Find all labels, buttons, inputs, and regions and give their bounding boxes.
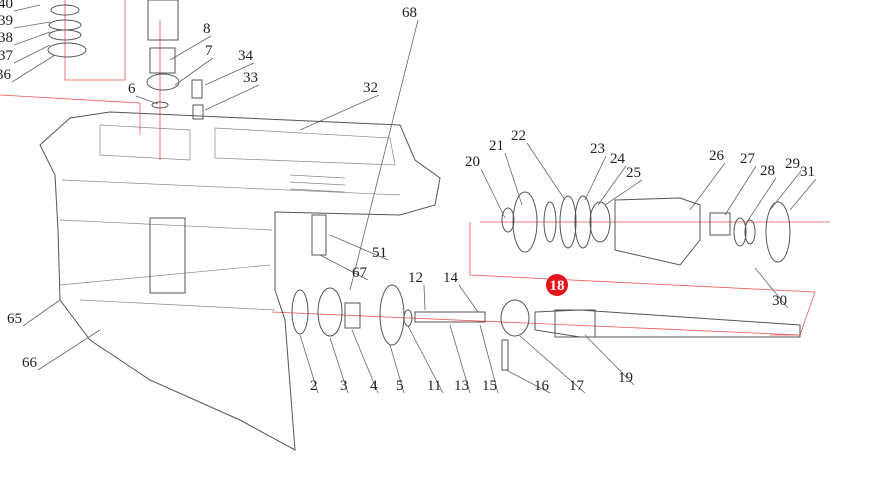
leader-line-37 <box>13 44 51 64</box>
leader-line-32 <box>299 94 380 131</box>
callout-21[interactable]: 21 <box>489 138 504 154</box>
callout-39[interactable]: 39 <box>0 13 13 29</box>
callout-14[interactable]: 14 <box>443 270 459 286</box>
callout-8[interactable]: 8 <box>203 21 211 37</box>
callout-labels: 4039383736873433632682021222324252627282… <box>0 0 815 394</box>
leader-line-7 <box>174 57 214 86</box>
leader-line-29 <box>769 170 802 211</box>
callout-30[interactable]: 30 <box>772 293 787 309</box>
leader-line-39 <box>13 21 51 29</box>
callout-67[interactable]: 67 <box>352 265 368 281</box>
leader-line-68 <box>349 19 419 291</box>
callout-51[interactable]: 51 <box>372 245 387 261</box>
callout-2[interactable]: 2 <box>310 378 318 394</box>
upper-parts <box>47 0 204 120</box>
leader-line-26 <box>689 162 726 211</box>
callout-19[interactable]: 19 <box>618 370 633 386</box>
leader-line-34 <box>204 62 255 86</box>
callout-66[interactable]: 66 <box>22 355 38 371</box>
callout-37[interactable]: 37 <box>0 48 14 64</box>
leader-line-23 <box>584 155 607 201</box>
leader-line-66 <box>37 329 101 371</box>
callout-22[interactable]: 22 <box>511 128 526 144</box>
callout-27[interactable]: 27 <box>740 151 756 167</box>
callout-5[interactable]: 5 <box>396 378 404 394</box>
callout-32[interactable]: 32 <box>363 80 378 96</box>
leader-line-27 <box>724 165 757 216</box>
callout-4[interactable]: 4 <box>370 378 378 394</box>
leader-line-65 <box>22 299 61 327</box>
leader-lines <box>11 4 817 394</box>
leader-line-2 <box>299 334 319 394</box>
leader-line-51 <box>329 234 389 261</box>
leader-line-25 <box>604 179 643 206</box>
callout-15[interactable]: 15 <box>482 378 497 394</box>
callout-11[interactable]: 11 <box>427 378 441 394</box>
gear-housing <box>39 111 441 451</box>
callout-40[interactable]: 40 <box>0 0 13 12</box>
leader-line-17 <box>519 335 586 394</box>
callout-31[interactable]: 31 <box>800 164 815 180</box>
propeller-shaft-parts <box>291 284 801 371</box>
leader-line-40 <box>13 4 41 12</box>
callout-23[interactable]: 23 <box>590 141 605 157</box>
callout-29[interactable]: 29 <box>785 156 800 172</box>
callout-18[interactable]: 18 <box>550 278 565 294</box>
leader-line-24 <box>597 165 627 206</box>
leader-line-21 <box>504 152 523 206</box>
callout-12[interactable]: 12 <box>408 270 423 286</box>
leader-line-6 <box>135 95 159 105</box>
leader-line-5 <box>389 344 405 394</box>
callout-3[interactable]: 3 <box>340 378 348 394</box>
leader-line-14 <box>458 284 479 313</box>
callout-65[interactable]: 65 <box>7 311 22 327</box>
callout-38[interactable]: 38 <box>0 30 13 46</box>
callout-20[interactable]: 20 <box>465 154 480 170</box>
callout-34[interactable]: 34 <box>238 48 254 64</box>
callout-28[interactable]: 28 <box>760 163 775 179</box>
leader-line-12 <box>423 284 426 311</box>
leader-line-28 <box>744 177 777 226</box>
callout-6[interactable]: 6 <box>128 81 136 97</box>
leader-line-16 <box>505 369 551 394</box>
leader-line-15 <box>479 324 499 394</box>
callout-7[interactable]: 7 <box>205 43 213 59</box>
leader-line-30 <box>754 267 789 309</box>
callout-17[interactable]: 17 <box>569 378 585 394</box>
callout-36[interactable]: 36 <box>0 67 12 83</box>
leader-line-11 <box>407 325 444 394</box>
leader-line-8 <box>169 35 212 61</box>
leader-line-3 <box>329 337 349 394</box>
callout-33[interactable]: 33 <box>243 70 258 86</box>
leader-line-4 <box>351 329 379 394</box>
leader-line-20 <box>480 168 506 219</box>
highlighted-part-marker[interactable] <box>546 274 568 296</box>
leader-line-33 <box>204 84 260 111</box>
leader-line-67 <box>319 254 369 281</box>
callout-24[interactable]: 24 <box>610 151 626 167</box>
callout-26[interactable]: 26 <box>709 148 725 164</box>
leader-line-22 <box>526 142 566 201</box>
callout-68[interactable]: 68 <box>402 5 417 21</box>
callout-16[interactable]: 16 <box>534 378 550 394</box>
leader-line-38 <box>13 31 51 46</box>
leader-line-19 <box>584 334 635 386</box>
gear-assembly-parts <box>501 191 791 266</box>
callout-13[interactable]: 13 <box>454 378 469 394</box>
leader-line-13 <box>449 324 471 394</box>
callout-25[interactable]: 25 <box>626 165 641 181</box>
leader-line-31 <box>789 178 817 211</box>
leader-line-36 <box>11 54 56 83</box>
